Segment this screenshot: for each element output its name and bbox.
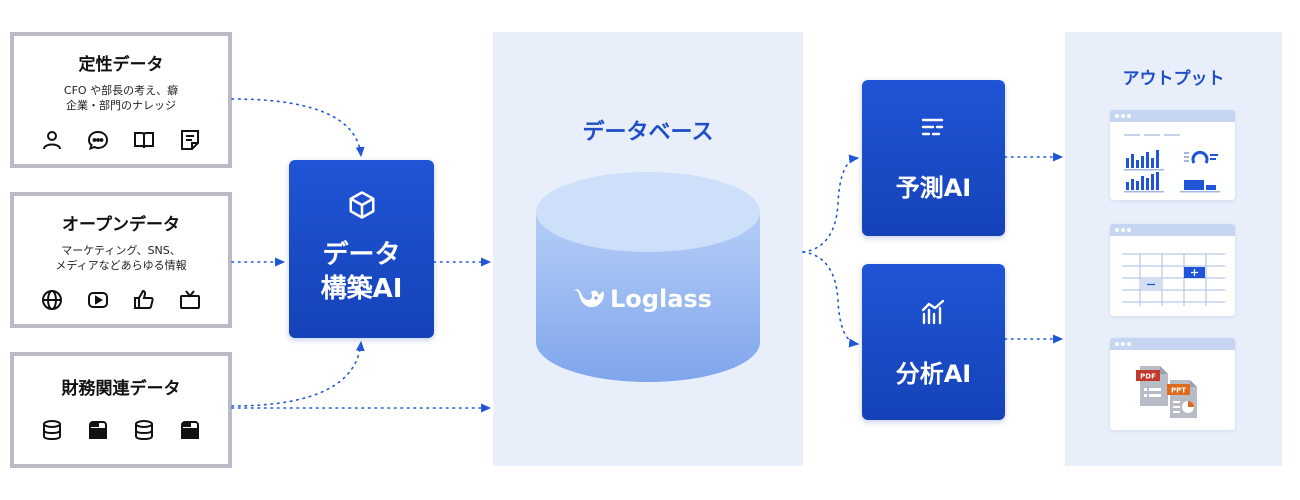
thumbs-up-icon [134,289,154,309]
ppt-file-label: PPT [1171,387,1186,395]
loglass-brand: Loglass [610,285,712,313]
connector-database-to-forecast [802,154,860,253]
person-icon [43,131,61,150]
tv-icon [180,290,200,309]
source-desc: CFO や部長の考え、癖 企業・部門のナレッジ [63,84,179,112]
chat-bubble-icon [87,130,109,151]
play-button-icon [88,292,108,308]
source-icons [14,418,228,442]
output-card-files: PDF PPT [1110,338,1235,430]
card-title-bar [1110,224,1235,236]
analytics-chart-icon [921,299,945,325]
file-documents-icon: PDF PPT [1136,366,1197,418]
output-panel: アウトプット [1065,32,1282,466]
globe-icon [42,290,62,310]
table-grid-icon [1122,253,1225,306]
database-icon [43,420,61,441]
chart-dashboard-icon [1124,134,1220,193]
output-card-chart [1110,110,1235,200]
forecast-ai-box: 予測AI [862,80,1005,236]
server-icon [181,421,199,439]
forecast-ai-label: 予測AI [895,174,972,202]
bars-lines-icon [921,118,944,136]
source-box-financial: 財務関連データ [10,352,232,468]
build-ai-label-line2: 構築AI [320,274,403,304]
connector-financial-to-build [231,340,365,407]
source-desc: マーケティング、SNS、 メディアなどあらゆる情報 [55,244,187,272]
source-icons [14,288,228,312]
source-box-qualitative: 定性データ CFO や部長の考え、癖 企業・部門のナレッジ [10,32,232,168]
source-title: 定性データ [78,55,164,75]
output-card-table [1110,224,1235,316]
source-title: オープンデータ [62,215,180,235]
database-cylinder [536,172,760,382]
output-title: アウトプット [1122,69,1225,89]
analysis-ai-box: 分析AI [862,264,1005,420]
data-build-ai-box: データ 構築AI [289,160,434,338]
source-box-open-data: オープンデータ マーケティング、SNS、 メディアなどあらゆる情報 [10,192,232,328]
note-icon [181,130,199,150]
card-title-bar [1110,338,1235,350]
database-icon [135,420,153,441]
source-icons [14,128,228,152]
whale-logo-icon [572,289,604,308]
book-icon [134,132,154,149]
database-title: データベース [582,120,714,145]
analysis-ai-label: 分析AI [895,360,972,388]
source-title: 財務関連データ [61,379,181,399]
connector-database-to-analysis [802,251,860,348]
connector-qualitative-to-build [231,98,365,158]
build-ai-label-line1: データ [322,240,401,270]
pdf-file-label: PDF [1140,373,1156,381]
server-icon [89,421,107,439]
cube-icon [349,191,375,219]
card-title-bar [1110,110,1235,122]
